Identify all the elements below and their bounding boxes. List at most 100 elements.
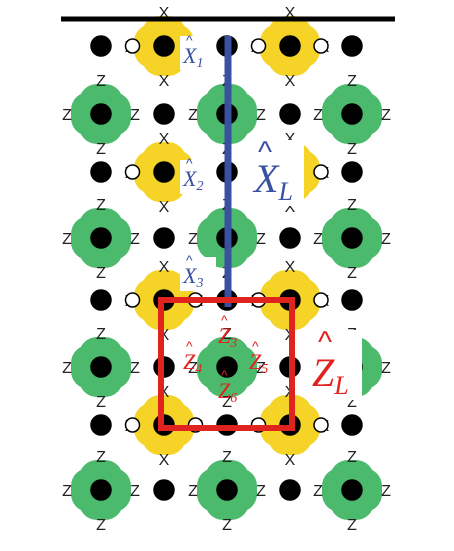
filled-qubit <box>341 227 363 249</box>
svg-text:^: ^ <box>318 326 332 359</box>
z-plaquette-label-0: Z <box>96 197 106 214</box>
empty-qubit <box>124 417 141 433</box>
z-plaquette-label-1: Z <box>222 394 232 411</box>
svg-text:^: ^ <box>258 136 272 169</box>
filled-qubit <box>153 227 175 249</box>
z-plaquette-label-3: Z <box>381 360 391 377</box>
z-plaquette-label-3: Z <box>130 107 140 124</box>
z-plaquette-label-1: Z <box>347 394 357 411</box>
z-plaquette-label-3: Z <box>130 231 140 248</box>
svg-text:X2: X2 <box>182 166 203 194</box>
z-plaquette-label-0: Z <box>96 326 106 343</box>
filled-qubit <box>153 161 175 183</box>
filled-qubit <box>90 35 112 57</box>
z-plaquette-label-1: Z <box>96 265 106 282</box>
filled-qubit <box>153 479 175 501</box>
filled-qubit <box>216 356 238 378</box>
z-plaquette-label-2: Z <box>313 483 323 500</box>
filled-qubit <box>341 161 363 183</box>
x-plaquette-label-0: X <box>159 384 170 401</box>
filled-qubit <box>279 479 301 501</box>
x-plaquette-label-1: X <box>285 73 296 90</box>
svg-text:X3: X3 <box>182 263 203 291</box>
z-plaquette-label-2: Z <box>62 360 72 377</box>
svg-text:^: ^ <box>186 155 193 171</box>
z-plaquette-label-1: Z <box>347 141 357 158</box>
filled-qubit <box>153 103 175 125</box>
x-plaquette-label-1: X <box>285 199 296 216</box>
empty-qubit <box>250 38 267 54</box>
filled-qubit <box>90 356 112 378</box>
z-plaquette-label-0: Z <box>96 73 106 90</box>
filled-qubit <box>90 414 112 436</box>
z-plaquette-label-1: Z <box>347 265 357 282</box>
z-plaquette-label-2: Z <box>188 360 198 377</box>
empty-qubit <box>313 292 329 308</box>
empty-qubit <box>313 417 329 433</box>
svg-text:^: ^ <box>221 312 228 328</box>
z-plaquette-label-0: Z <box>96 449 106 466</box>
x-plaquette-label-1: X <box>159 73 170 90</box>
x-plaquette-label-0: X <box>159 259 170 276</box>
x-plaquette-label-1: X <box>159 199 170 216</box>
x-logical-label: XL ^ <box>250 136 304 206</box>
z-plaquette-label-2: Z <box>62 231 72 248</box>
z-plaquette-label-2: Z <box>62 483 72 500</box>
z-plaquette-label-0: Z <box>347 73 357 90</box>
filled-qubit <box>279 103 301 125</box>
empty-qubit <box>124 38 141 54</box>
z-plaquette-label-0: Z <box>347 197 357 214</box>
x-plaquette-label-0: X <box>285 131 296 148</box>
svg-text:^: ^ <box>252 338 259 354</box>
x-plaquette-label-1: X <box>285 452 296 469</box>
x-plaquette-label-1: X <box>159 327 170 344</box>
z-op-5: Z5 ^ <box>249 338 268 377</box>
z-plaquette-label-2: Z <box>188 231 198 248</box>
z-plaquette-label-1: Z <box>96 394 106 411</box>
z-plaquette-label-2: Z <box>313 107 323 124</box>
z-plaquette-label-3: Z <box>130 360 140 377</box>
z-op-4: Z4 ^ <box>183 338 202 377</box>
svg-text:Z4: Z4 <box>183 349 202 377</box>
z-plaquette-label-1: Z <box>347 517 357 534</box>
z-plaquette-label-2: Z <box>188 107 198 124</box>
svg-text:^: ^ <box>186 32 193 48</box>
filled-qubit <box>90 479 112 501</box>
empty-qubit <box>124 164 141 180</box>
x-op-2: X2 ^ <box>180 155 210 194</box>
z-plaquette-label-3: Z <box>256 360 266 377</box>
filled-qubit <box>341 414 363 436</box>
filled-qubit <box>90 103 112 125</box>
empty-qubit <box>124 292 141 308</box>
filled-qubit <box>341 479 363 501</box>
x-op-3: X3 ^ <box>180 252 216 291</box>
filled-qubit <box>216 479 238 501</box>
x-plaquette-label-0: X <box>285 5 296 22</box>
z-plaquette-label-2: Z <box>188 483 198 500</box>
z-plaquette-label-0: Z <box>222 449 232 466</box>
svg-text:Z6: Z6 <box>218 378 237 406</box>
svg-text:X1: X1 <box>182 43 203 71</box>
z-plaquette-label-3: Z <box>256 231 266 248</box>
empty-qubit <box>313 164 329 180</box>
filled-qubit <box>153 35 175 57</box>
svg-text:^: ^ <box>186 338 193 354</box>
filled-qubit <box>341 103 363 125</box>
z-plaquette-label-1: Z <box>96 141 106 158</box>
x-plaquette-label-0: X <box>159 5 170 22</box>
x-plaquette-label-0: X <box>285 259 296 276</box>
z-plaquette-label-0: Z <box>347 449 357 466</box>
x-plaquette-label-1: X <box>159 452 170 469</box>
z-plaquette-label-3: Z <box>381 483 391 500</box>
x-op-1: X1 ^ <box>180 32 210 71</box>
svg-text:Z3: Z3 <box>218 323 237 351</box>
svg-text:XL: XL <box>252 156 293 206</box>
filled-qubit <box>341 289 363 311</box>
filled-qubit <box>90 227 112 249</box>
z-op-6: Z6 ^ <box>218 367 237 406</box>
filled-qubit <box>279 35 301 57</box>
z-plaquette-label-2: Z <box>62 107 72 124</box>
z-plaquette-label-2: Z <box>313 231 323 248</box>
svg-text:Z5: Z5 <box>249 349 268 377</box>
